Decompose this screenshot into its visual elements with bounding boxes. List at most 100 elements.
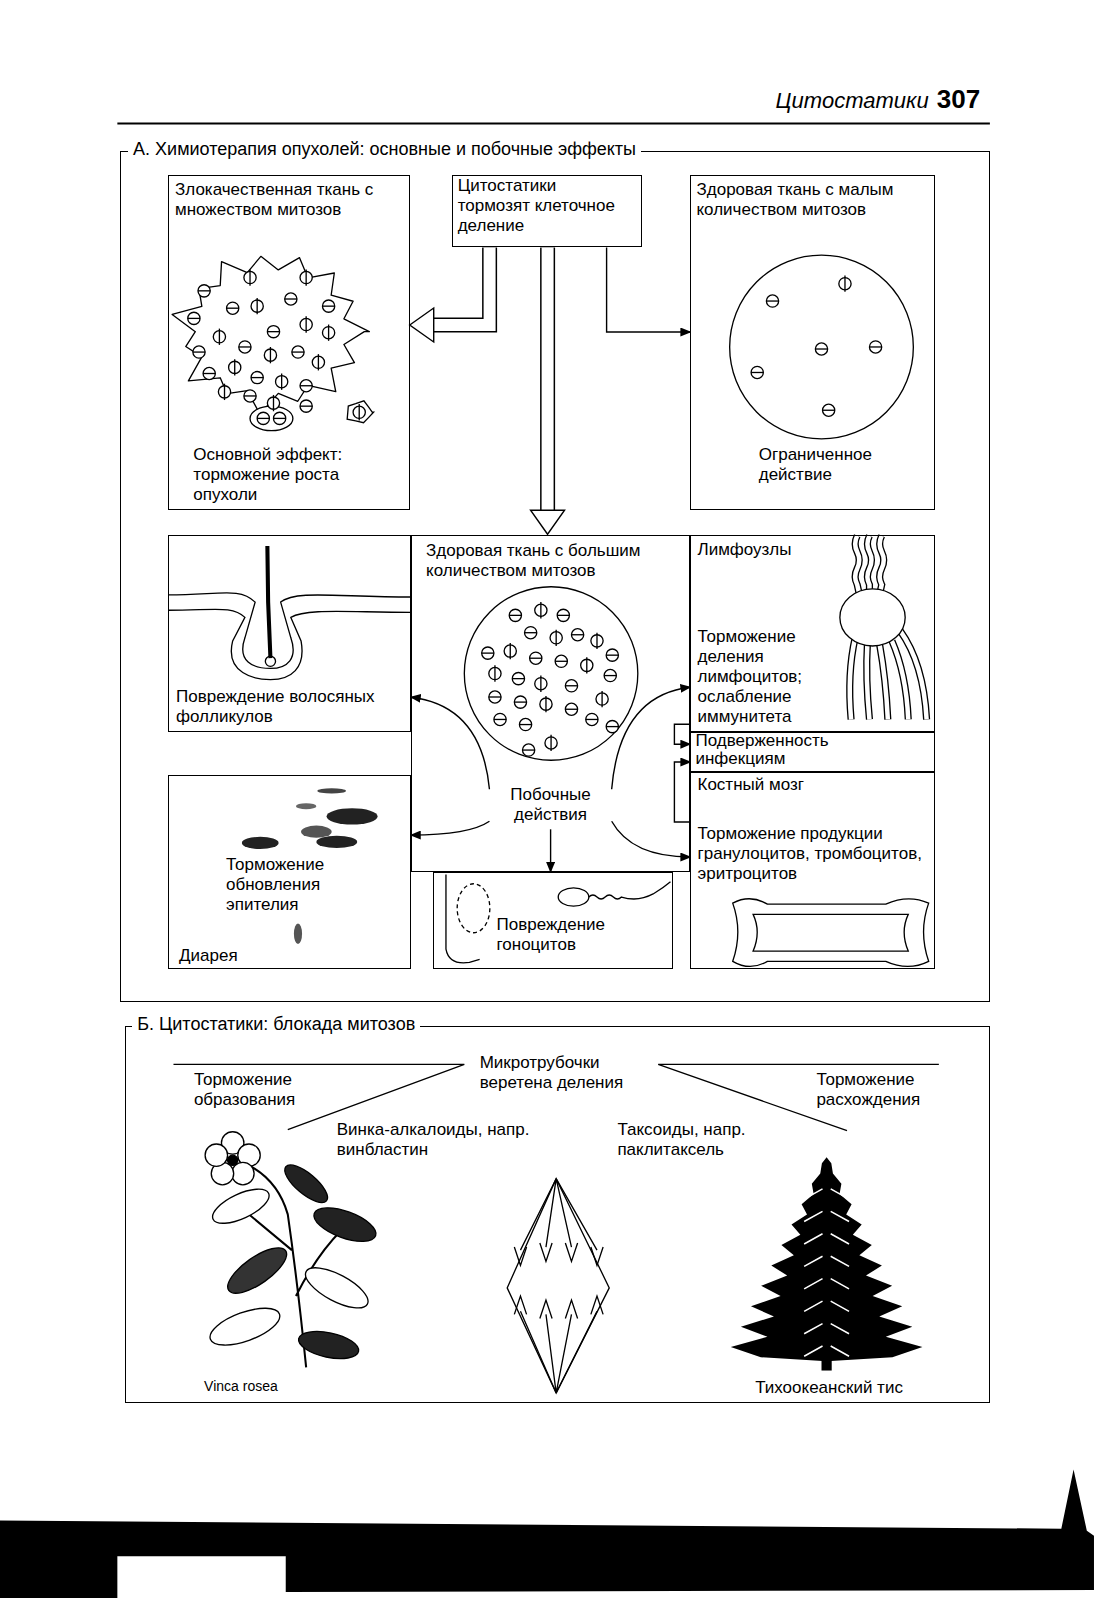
mitosis-plate (305, 316, 306, 332)
mitosis-symbol (300, 400, 312, 412)
connector (612, 821, 691, 857)
yew-highlight (804, 1279, 849, 1289)
mitosis-plate (305, 269, 306, 285)
skin-line (168, 593, 411, 669)
mitosis-plate (540, 602, 541, 618)
smudge (317, 788, 346, 793)
mitosis-symbol (604, 669, 616, 681)
mitosis-plate (815, 348, 827, 349)
yew-highlight (804, 1256, 849, 1266)
mitosis-plate (823, 410, 835, 411)
leaf (310, 1201, 380, 1248)
leaf (300, 1260, 374, 1316)
mitosis-symbol (557, 609, 569, 621)
mitosis-symbol (522, 744, 534, 756)
yew-highlight (804, 1189, 849, 1199)
mitosis-plate (193, 351, 205, 352)
mitosis-plate (586, 719, 598, 720)
mitosis-symbol (509, 609, 521, 621)
mitosis-symbol (530, 652, 542, 664)
arrow-fill (433, 248, 490, 326)
mitosis-plate (318, 354, 319, 370)
mitosis-symbol (571, 629, 583, 641)
mitosis-symbol (869, 341, 881, 353)
arrow-outline (540, 248, 555, 512)
tumour-cell (250, 406, 293, 430)
header-rule (117, 122, 990, 124)
connector-line (607, 248, 691, 333)
hair-papilla (265, 656, 275, 666)
mitosis-symbol (239, 341, 251, 353)
mitosis-plate (482, 652, 494, 653)
mitosis-plate (766, 300, 778, 301)
mitosis-plate (869, 346, 881, 347)
leaf (206, 1301, 285, 1353)
mitosis-plate (601, 691, 602, 707)
figure-label: Тихоокеанский тис (755, 1378, 959, 1398)
mitosis-plate (273, 418, 285, 419)
mitosis-symbol (300, 380, 312, 392)
mitosis-symbol (482, 647, 494, 659)
mitosis-symbol (555, 655, 567, 667)
mitosis-plate (489, 696, 501, 697)
leaf (221, 1240, 293, 1302)
box-heading: Подверженность инфекциям (695, 732, 914, 768)
box-text: Основной эффект: торможение роста опухол… (193, 445, 387, 505)
tissue-box: Здоровая ткань с малым количеством митоз… (690, 175, 935, 510)
figure-label: Винка-алкалоиды, напр. винбластин (337, 1120, 536, 1160)
mitosis-plate (273, 395, 274, 411)
connector-line (550, 829, 551, 872)
connector-line (674, 762, 690, 822)
mitosis-plate (519, 724, 531, 725)
page-header: 307 (937, 84, 980, 114)
connector (550, 829, 551, 872)
mitosis-plate (586, 657, 587, 673)
mitosis-symbol (227, 302, 239, 314)
skin-line (168, 609, 411, 679)
mitosis-plate (188, 318, 200, 319)
mitosis-plate (224, 384, 225, 400)
tissue-box: Здоровая ткань с большим количеством мит… (411, 535, 691, 872)
figure-label: Микротрубочки веретена деления (480, 1053, 664, 1093)
bone-outline (733, 899, 929, 967)
vinca-plant (205, 1132, 380, 1368)
mitosis-symbol (257, 412, 269, 424)
mitosis-symbol (267, 326, 279, 338)
mitosis-plate (550, 735, 551, 751)
tumour-outline (172, 256, 369, 414)
mitosis-symbol (606, 649, 618, 661)
healthy-tissue-outline (464, 587, 637, 760)
illustration-group (0, 123, 1094, 1598)
connector-line (612, 687, 691, 789)
flower-centre (228, 1155, 238, 1165)
yew-highlight (804, 1324, 849, 1334)
effect-band: Подверженность инфекциям (690, 732, 935, 772)
yew-highlight (804, 1301, 849, 1311)
smudge (316, 836, 357, 848)
mitosis-symbol (193, 346, 205, 358)
leaf (279, 1159, 333, 1209)
box-heading: Костный мозг (698, 775, 851, 795)
mitosis-plate (203, 373, 215, 374)
mitosis-symbol (489, 691, 501, 703)
smudge (294, 924, 302, 944)
mitosis-plate (251, 377, 263, 378)
mitosis-plate (606, 726, 618, 727)
box-text: Побочные действия (495, 785, 605, 825)
hollow-arrow (531, 248, 565, 535)
mitosis-plate (571, 634, 583, 635)
petal (205, 1144, 227, 1166)
lymph-node-picture (840, 536, 927, 720)
lymph-node-body (840, 589, 905, 646)
mitosis-symbol (823, 404, 835, 416)
connector (607, 248, 691, 333)
mitosis-plate (494, 665, 495, 681)
yew-highlight (804, 1346, 849, 1356)
mitosis-plate (606, 654, 618, 655)
mitosis-plate (285, 298, 297, 299)
mitosis-symbol (512, 673, 524, 685)
mitosis-plate (300, 405, 312, 406)
mitosis-symbol (766, 295, 778, 307)
arrow-outline (433, 248, 490, 326)
mitosis-plate (300, 385, 312, 386)
